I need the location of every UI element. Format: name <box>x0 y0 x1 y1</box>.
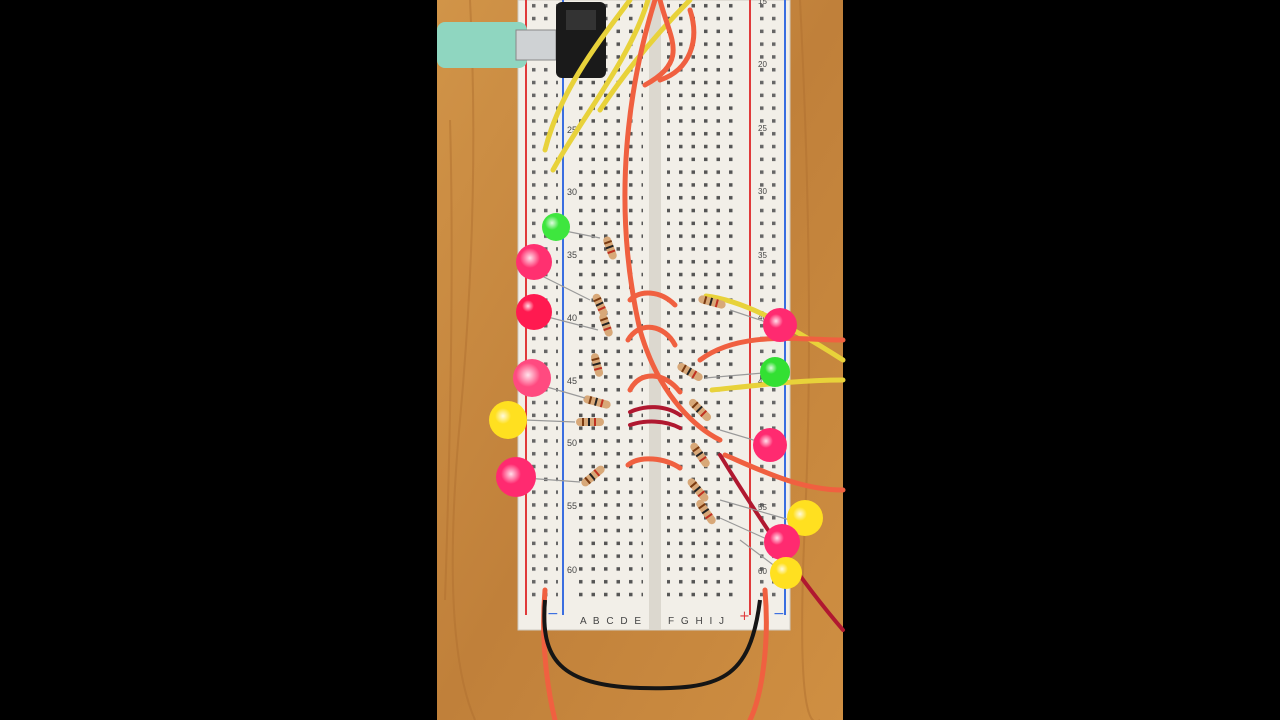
row-labels-left: 25 30 35 40 45 50 55 60 <box>567 125 577 575</box>
row-label-right: 60 <box>758 567 767 576</box>
led-red <box>516 294 552 330</box>
led-yellow <box>489 401 527 439</box>
center-channel <box>649 0 661 630</box>
letterbox-right <box>843 0 1280 720</box>
resistors <box>576 236 726 525</box>
right-plus-label: + <box>739 609 750 624</box>
row-label-right: 30 <box>758 187 767 196</box>
row-label-left: 45 <box>567 376 577 386</box>
led-pink <box>763 308 797 342</box>
led-pink <box>516 244 552 280</box>
breadboard <box>517 0 791 631</box>
right-rail-holes <box>754 0 782 600</box>
led-pink <box>764 524 800 560</box>
row-label-left: 50 <box>567 438 577 448</box>
row-label-right: 40 <box>758 313 767 322</box>
row-label-left: 60 <box>567 565 577 575</box>
led-yellow <box>770 557 802 589</box>
row-label-left: 25 <box>567 125 577 135</box>
row-label-left: 40 <box>567 313 577 323</box>
row-label-right: 20 <box>758 60 767 69</box>
column-letters-left: A B C D E <box>580 616 643 627</box>
black-ground-wire <box>542 599 762 691</box>
letterbox-left <box>0 0 437 720</box>
led-green <box>542 213 570 241</box>
row-label-right: 15 <box>758 0 767 6</box>
row-label-right: 25 <box>758 124 767 133</box>
row-label-right: 55 <box>758 503 767 512</box>
led-green <box>760 357 790 387</box>
led-yellow <box>787 500 823 536</box>
leds-left <box>489 213 570 497</box>
led-pink <box>753 428 787 462</box>
row-label-left: 30 <box>567 187 577 197</box>
leds-right <box>753 308 823 589</box>
column-letters-right: F G H I J <box>668 616 726 627</box>
row-label-right: 45 <box>758 377 767 386</box>
led-pink <box>496 457 536 497</box>
led-pink <box>513 359 551 397</box>
right-minus-label: − <box>773 606 785 622</box>
audio-jack <box>437 2 606 78</box>
left-minus-label: − <box>547 606 559 622</box>
row-label-left: 35 <box>567 250 577 260</box>
wood-grain <box>444 0 820 720</box>
row-label-right: 35 <box>758 251 767 260</box>
row-label-left: 55 <box>567 501 577 511</box>
